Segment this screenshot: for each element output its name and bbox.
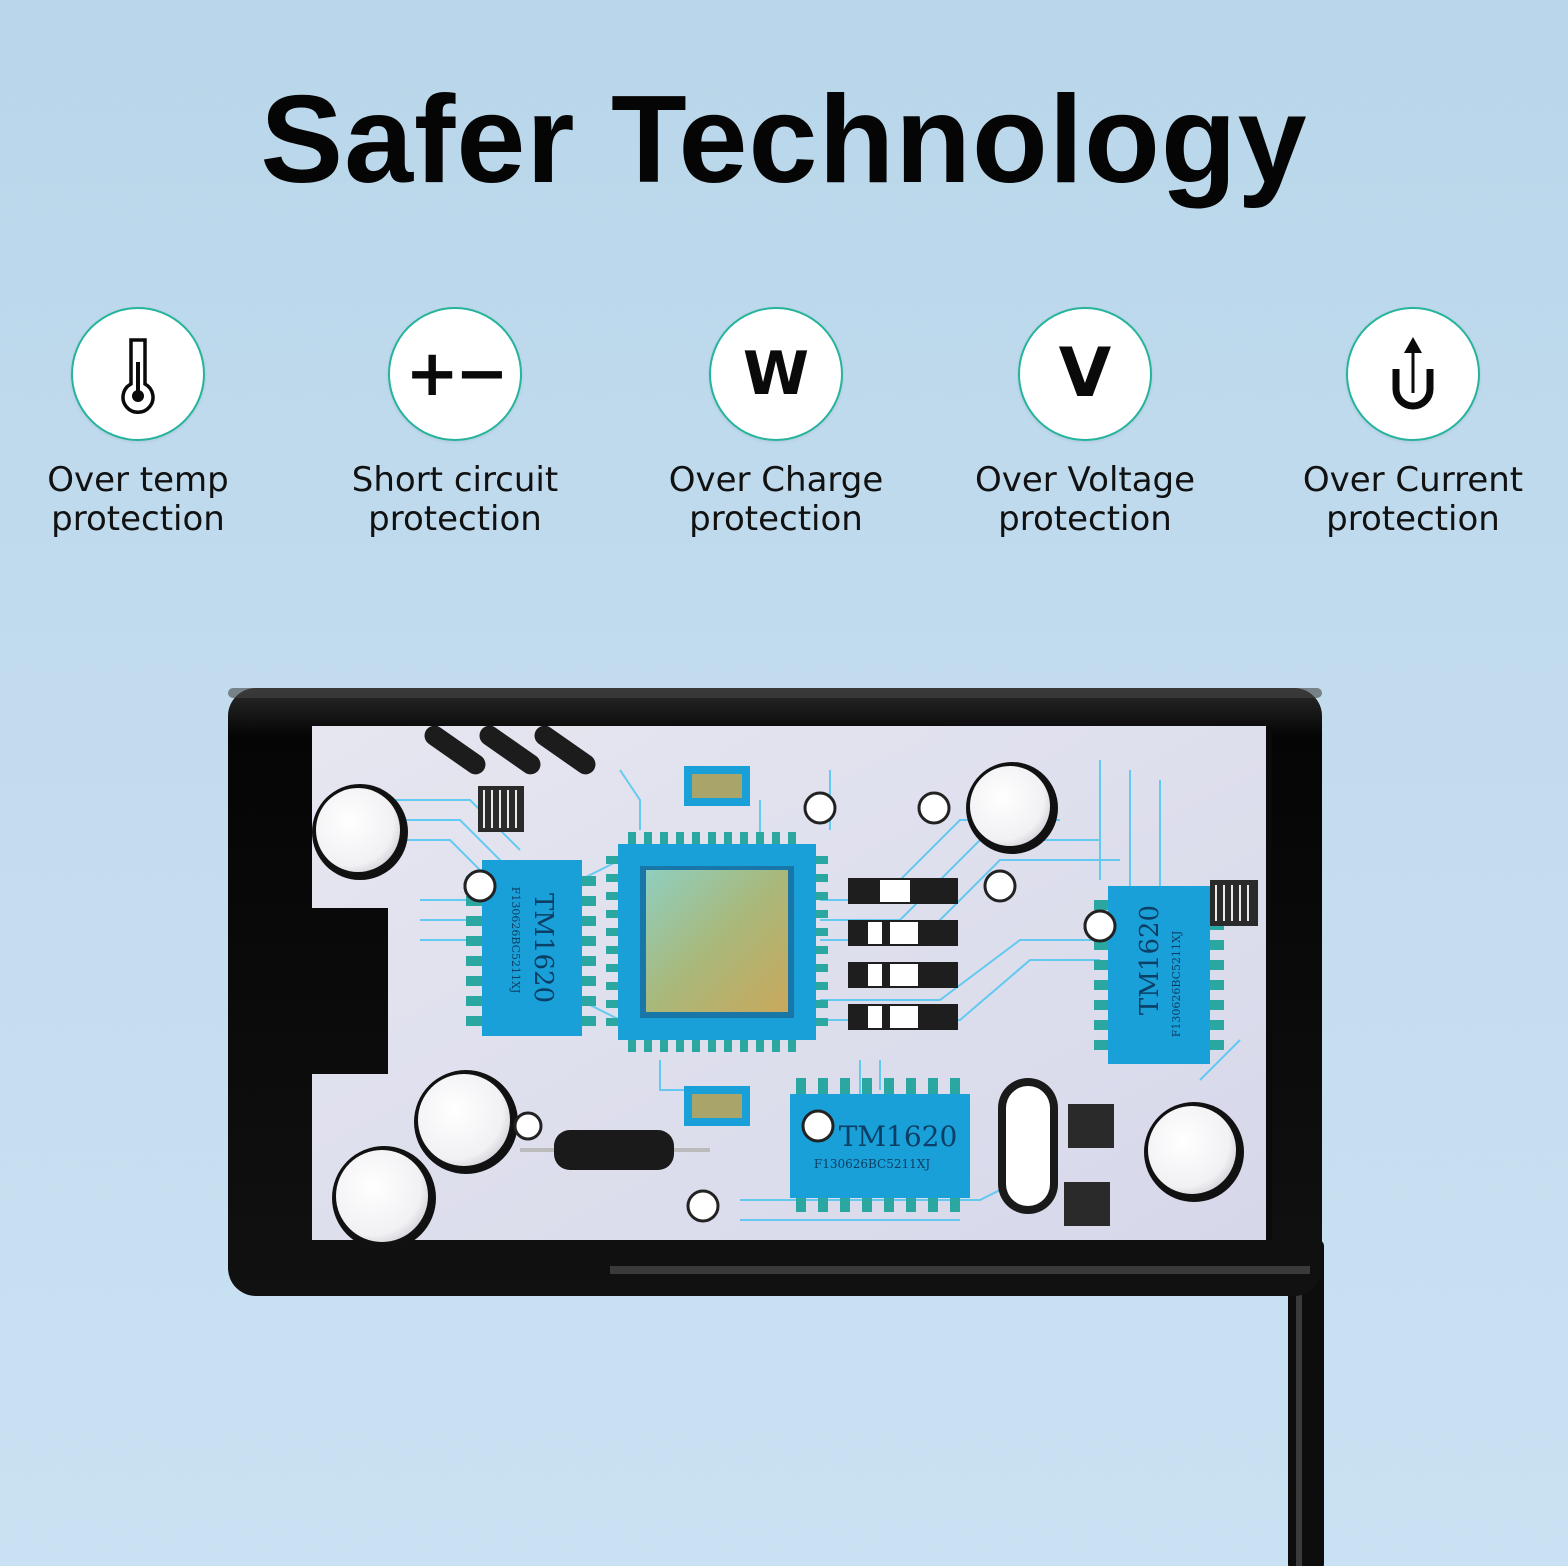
casing-top-edge	[228, 688, 1322, 698]
feature-badge: V	[1018, 307, 1152, 441]
small-ics	[684, 766, 750, 1126]
headline: Safer Technology	[260, 71, 1308, 209]
chip-left: TM1620 F130626BC5211XJ	[463, 860, 596, 1036]
feature-badge: +−	[388, 307, 522, 441]
chip-right: TM1620 F130626BC5211XJ	[1083, 886, 1224, 1064]
feature-over-current: Over Current protection	[1253, 307, 1568, 539]
feature-label-line1: Over Current	[1302, 460, 1524, 500]
inductor-coil-bottom	[1068, 1104, 1114, 1148]
feature-over-temp: Over temp protection	[0, 307, 298, 539]
power-resistor	[554, 1130, 674, 1170]
current-icon	[1392, 337, 1434, 410]
feature-label-line2: protection	[998, 499, 1172, 539]
chip-model-label: TM1620	[528, 893, 558, 1003]
watt-icon: W	[742, 339, 810, 409]
feature-label-line1: Over Voltage	[974, 460, 1196, 500]
feature-badge	[71, 307, 205, 441]
feature-badge: W	[709, 307, 843, 441]
feature-label: Over Current protection	[1253, 461, 1568, 539]
chip-code-label: F130626BC5211XJ	[509, 887, 522, 994]
resistor-group	[424, 725, 596, 775]
coil-lines	[483, 790, 517, 828]
cable-highlight	[1296, 1240, 1302, 1566]
crystal-oscillator-top	[1006, 1086, 1050, 1206]
feature-over-charge: W Over Charge protection	[616, 307, 936, 539]
chip-model-label: TM1620	[839, 1120, 958, 1153]
feature-label-line1: Over Charge	[668, 460, 884, 500]
feature-label: Over Charge protection	[616, 461, 936, 539]
feature-label-line2: protection	[368, 499, 542, 539]
casing-bottom-edge	[610, 1266, 1310, 1274]
feature-over-voltage: V Over Voltage protection	[925, 307, 1245, 539]
capacitor-group	[312, 762, 1244, 1250]
inductor-coil-bottom-2	[1064, 1182, 1110, 1226]
feature-label: Short circuit protection	[295, 461, 615, 539]
plus-minus-icon: +−	[405, 337, 508, 411]
chip-code-label: F130626BC5211XJ	[1170, 931, 1183, 1038]
volt-icon: V	[1058, 334, 1112, 413]
feature-short-circuit: +− Short circuit protection	[295, 307, 615, 539]
chip-bottom: TM1620 F130626BC5211XJ	[790, 1078, 970, 1212]
chip-code-label: F130626BC5211XJ	[814, 1157, 930, 1171]
feature-label-line1: Short circuit	[351, 460, 559, 500]
board-edge	[1266, 726, 1272, 1240]
device-illustration: TM1620 F130626BC5211XJ	[228, 688, 1324, 1566]
feature-badge	[1346, 307, 1480, 441]
feature-label-line1: Over temp	[47, 460, 229, 500]
feature-label: Over temp protection	[0, 461, 298, 539]
feature-label-line2: protection	[51, 499, 225, 539]
thermometer-icon	[121, 338, 155, 414]
feature-label-line2: protection	[689, 499, 863, 539]
coil-lines-right	[1215, 885, 1249, 921]
feature-label-line2: protection	[1326, 499, 1500, 539]
main-processor	[606, 832, 828, 1052]
resistor-arrays	[848, 878, 958, 1030]
chip-model-label: TM1620	[1135, 905, 1165, 1015]
inductor-coil-right	[1210, 880, 1258, 926]
feature-label: Over Voltage protection	[925, 461, 1245, 539]
